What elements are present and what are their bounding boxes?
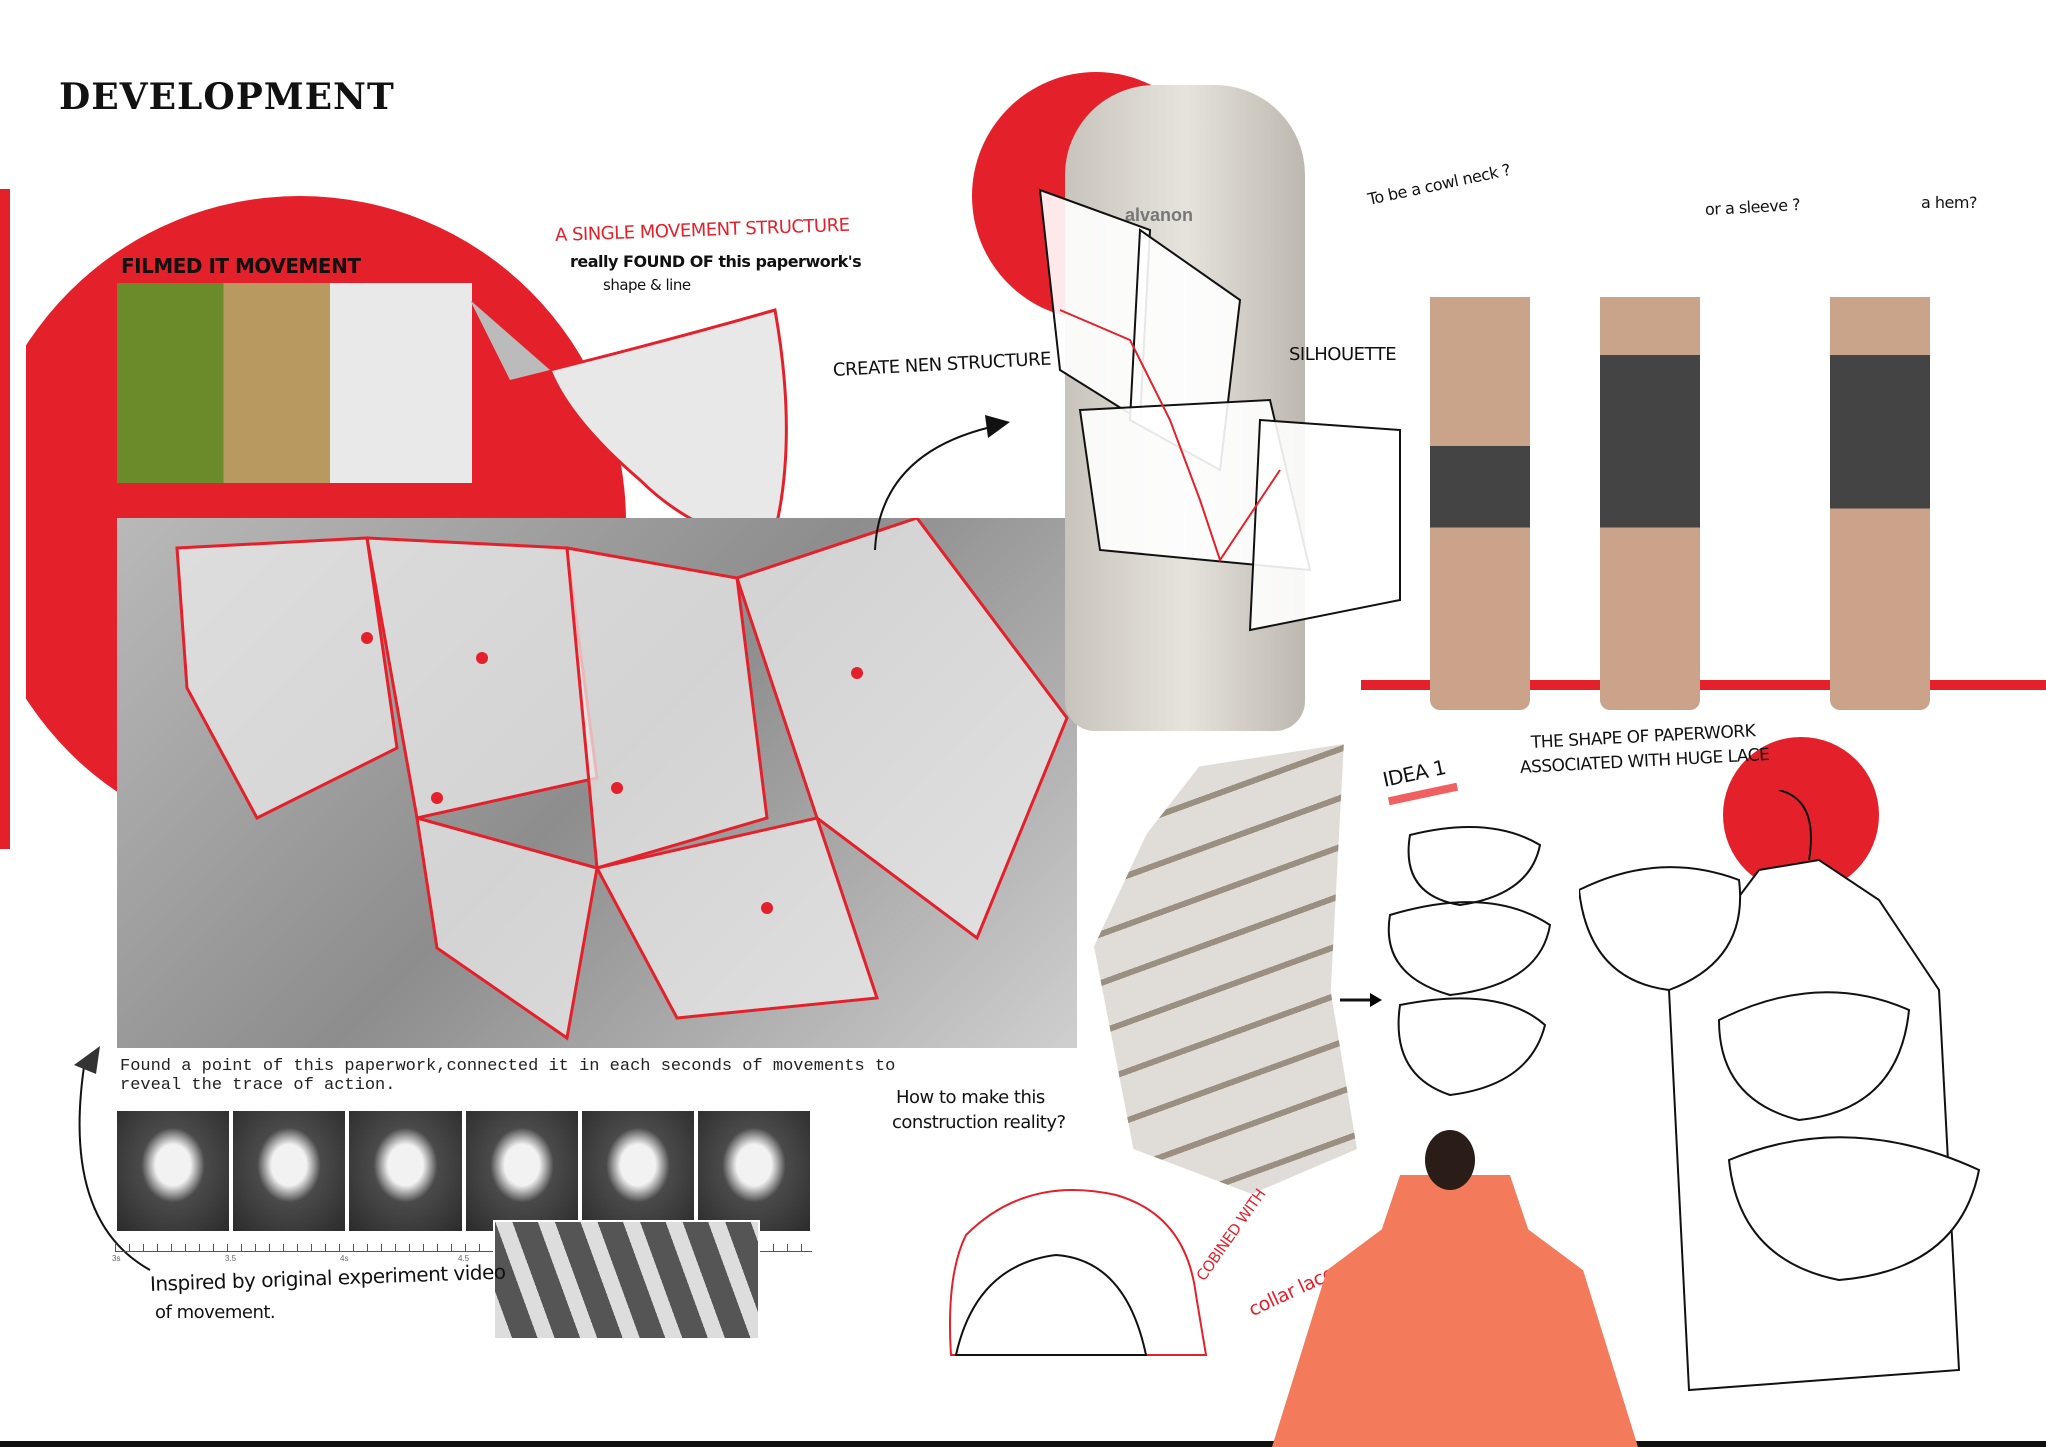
inspired-line-1: Inspired by original experiment video — [149, 1259, 506, 1296]
trace-lines — [175, 518, 1069, 1041]
trace-caption-2: reveal the trace of action. — [120, 1076, 396, 1095]
question-cowl-neck: To be a cowl neck ? — [1366, 160, 1513, 209]
film-frame — [231, 1109, 348, 1233]
model-1 — [1430, 230, 1530, 710]
red-horizontal-line — [1361, 680, 2046, 690]
red-left-bar — [0, 189, 10, 849]
film-strip — [115, 1109, 813, 1233]
bottom-rule — [0, 1441, 2046, 1447]
red-collar-sketch — [949, 1189, 1208, 1356]
overlay-photo — [493, 1220, 760, 1340]
film-frame — [463, 1109, 580, 1233]
structure-note-2: shape & line — [603, 276, 691, 294]
mannequin-brand: alvanon — [1125, 205, 1194, 225]
inspired-line-2: of movement. — [155, 1302, 276, 1323]
curved-arrow-icon — [74, 1046, 151, 1271]
lace-figure-sketch — [1579, 790, 1981, 1392]
mannequin-structure-sketch — [1038, 188, 1401, 632]
film-frame — [579, 1109, 696, 1233]
create-structure-label: CREATE NEN STRUCTURE — [832, 348, 1052, 381]
ruler-tick: 3.5 — [225, 1254, 237, 1263]
trace-caption-1: Found a point of this paperwork,connecte… — [120, 1057, 896, 1076]
model-head — [1425, 1130, 1475, 1190]
question-line-1: How to make this — [896, 1087, 1045, 1108]
structure-note-1: really FOUND OF this paperwork's — [570, 252, 862, 271]
ruffle-sketch — [1340, 826, 1552, 1097]
silhouette-label: SILHOUETTE — [1289, 344, 1397, 365]
page-title: DEVELOPMENT — [59, 76, 395, 118]
film-frame — [347, 1109, 464, 1233]
filmed-label: FILMED IT MOVEMENT — [121, 254, 361, 278]
question-line-2: construction reality? — [892, 1112, 1066, 1133]
arrow-icon — [874, 415, 1010, 550]
film-frame — [695, 1109, 813, 1233]
question-hem: a hem? — [1921, 193, 1977, 212]
timeline-ruler — [115, 1244, 812, 1252]
trace-photo — [117, 518, 1077, 1048]
model-2 — [1600, 230, 1700, 710]
filming-photo — [117, 283, 472, 483]
model-3 — [1830, 230, 1930, 710]
ruler-tick: 3s — [112, 1254, 121, 1263]
question-sleeve: or a sleeve ? — [1704, 195, 1801, 219]
ruler-tick: 4s — [340, 1254, 349, 1263]
ruler-tick: 4.5 — [458, 1254, 470, 1263]
structure-heading: A SINGLE MOVEMENT STRUCTURE — [554, 214, 850, 246]
paper-ruffle-photo — [1094, 744, 1357, 1194]
film-frame — [115, 1109, 232, 1233]
